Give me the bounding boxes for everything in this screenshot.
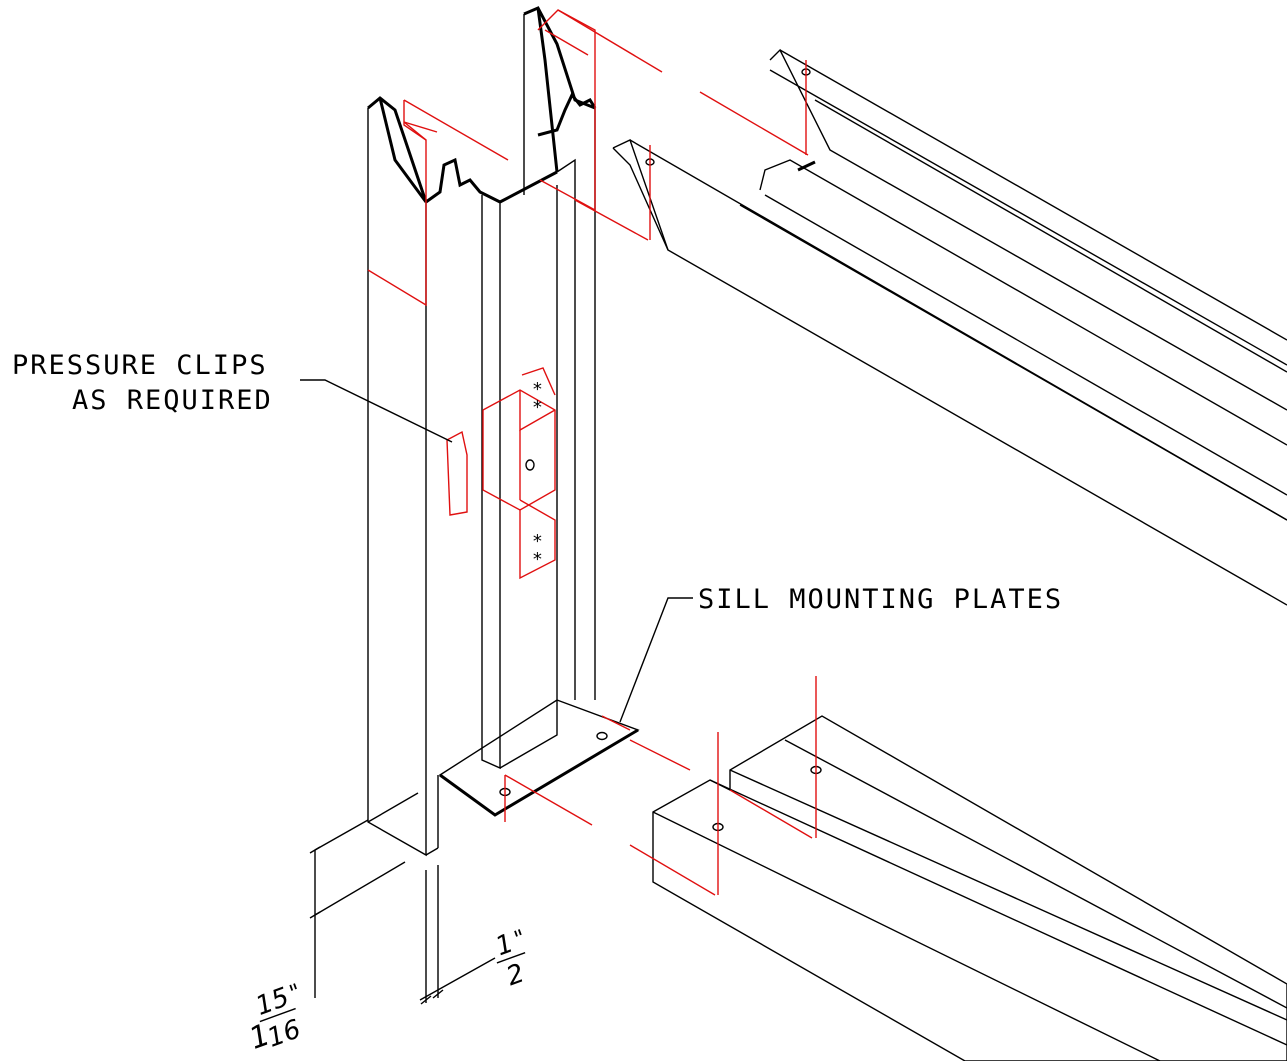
red-reference-lines — [367, 9, 817, 896]
svg-text:*: * — [532, 549, 545, 570]
center-mullion — [481, 6, 597, 770]
sill-mounting-plate — [438, 699, 640, 817]
svg-text:*: * — [532, 379, 545, 400]
depth-dimension-label: 1 15 16 " — [245, 980, 305, 1057]
leader-lines — [300, 379, 693, 723]
gap-denominator: 2 — [503, 958, 529, 992]
pressure-clips-label-line1: PRESSURE CLIPS — [12, 350, 268, 381]
sill-plates-label: SILL MOUNTING PLATES — [698, 584, 1063, 615]
left-jamb — [367, 96, 501, 857]
depth-numerator: 15 — [252, 982, 293, 1022]
pressure-clips-label-line2: AS REQUIRED — [72, 385, 273, 416]
head-member — [612, 48, 1287, 606]
sill-member — [652, 715, 1287, 1061]
pressure-clips: * * * * — [446, 367, 556, 580]
gap-dimension-label: 1 2 " — [492, 926, 530, 993]
svg-text:*: * — [532, 531, 545, 552]
dimension-lines — [309, 819, 496, 1005]
svg-text:*: * — [532, 397, 545, 418]
